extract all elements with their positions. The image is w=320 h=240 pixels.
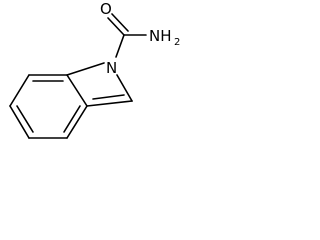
bond-c2-c3-inner (92, 94, 125, 100)
bond-c-o-1 (107, 17, 125, 36)
atom-nh2-subscript: 2 (174, 37, 180, 48)
bond-c2-c3 (86, 100, 133, 107)
bond-c4-c3a (66, 105, 88, 139)
bond-c6-c5 (9, 105, 30, 139)
bond-c6-c5-inner (16, 105, 34, 133)
atom-oxygen-label: O (100, 0, 112, 18)
indole-carboxamide-structure: O N NH 2 (9, 0, 180, 139)
atom-nitrogen-ring-label: N (106, 59, 117, 77)
bond-c4-c3a-inner (63, 105, 81, 133)
bond-n1-c2 (116, 74, 133, 102)
atom-nh2-label: NH (149, 27, 172, 45)
bond-c-o-2 (111, 13, 129, 32)
bond-c7a-n1 (66, 62, 105, 76)
bond-c3a-c7a (66, 74, 88, 107)
bond-n1-c-carbonyl (115, 34, 125, 58)
bond-c7-c6 (9, 74, 30, 107)
